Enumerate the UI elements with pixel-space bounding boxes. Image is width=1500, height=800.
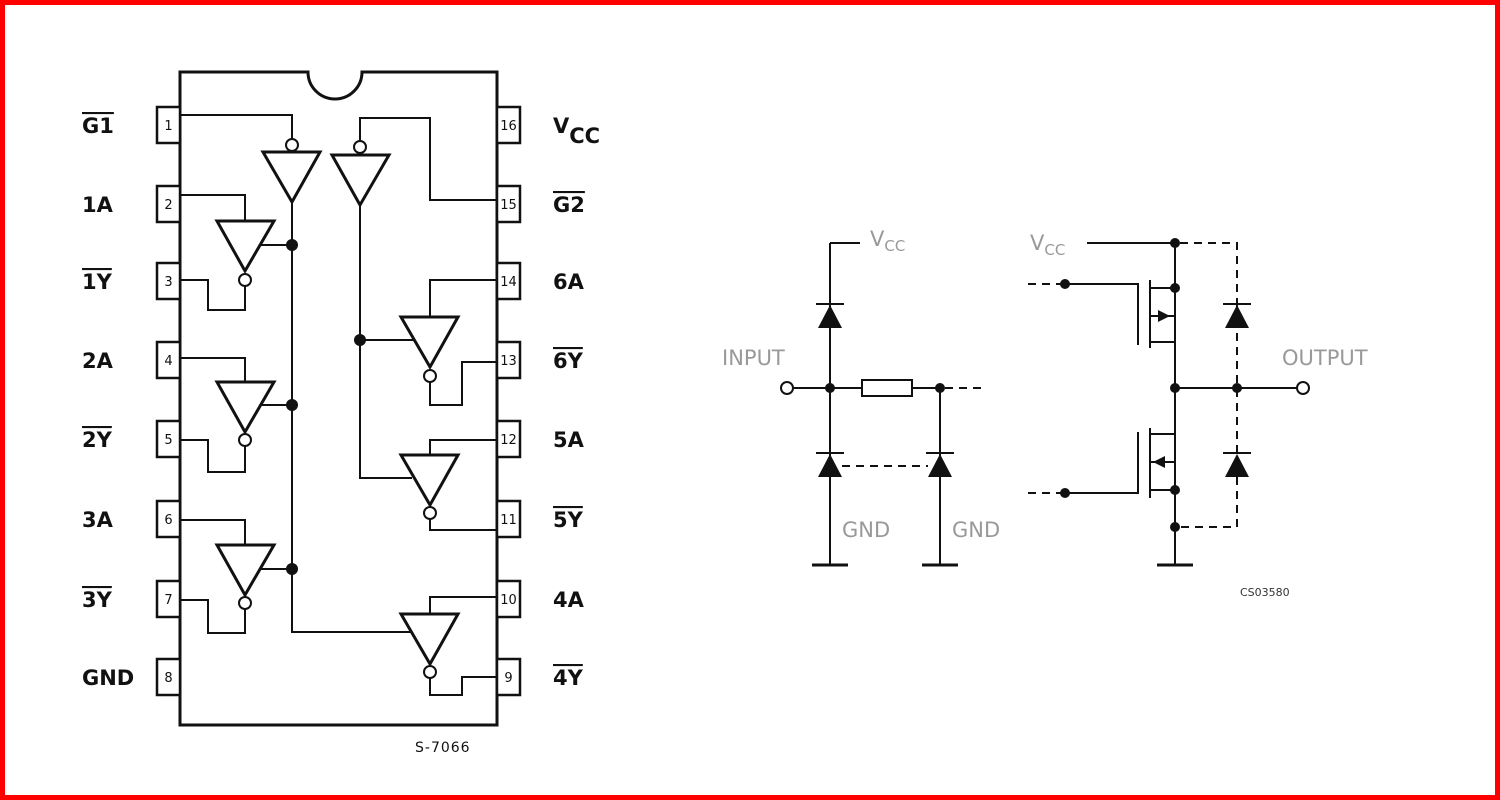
pin-14: 14 6A	[495, 261, 585, 301]
pin-number: 14	[500, 275, 517, 290]
pin-label: 5A	[553, 428, 585, 452]
pin-4: 4 2A	[82, 340, 182, 380]
output-label: OUTPUT	[1282, 346, 1368, 370]
pin-box	[495, 105, 522, 145]
pin-number: 1	[164, 119, 172, 134]
input-label: INPUT	[722, 346, 785, 370]
pin-label: 5Y	[553, 508, 584, 532]
pin-number: 7	[164, 593, 172, 608]
buffer-5	[398, 453, 461, 509]
gnd-label-1: GND	[842, 518, 890, 542]
pinout-code: S-7066	[415, 740, 471, 756]
input-terminal	[780, 381, 794, 395]
pin-16: 16 VCC	[495, 105, 600, 148]
pin-number: 10	[500, 593, 517, 608]
pin-11: 11 5Y	[495, 499, 584, 539]
output-terminal	[1296, 381, 1310, 395]
pin-box	[155, 340, 182, 380]
pin-number: 16	[500, 119, 517, 134]
ic-package-body	[178, 70, 499, 727]
left-pin-group: 1 G1 2 1A 3 1Y 4 2A 5 2Y 6 3A 7 3Y 8 GND	[82, 105, 182, 697]
pin-number: 6	[164, 513, 172, 528]
pin-number: 5	[164, 433, 172, 448]
gnd-label-2: GND	[952, 518, 1000, 542]
buffer-6	[398, 315, 461, 371]
buffer-g1	[260, 150, 323, 206]
pin-box	[155, 184, 182, 224]
internal-wiring	[180, 114, 497, 696]
pin-number: 9	[504, 671, 512, 686]
pin-6: 6 3A	[82, 499, 182, 539]
output-equivalent-circuit: VCC OUTPUT	[1028, 231, 1368, 599]
pin-label: 4A	[553, 588, 585, 612]
right-pin-group: 16 VCC 15 G2 14 6A 13 6Y 12 5A 11 5Y 10 4A 9 4Y	[495, 105, 600, 697]
output-diode-lower	[1225, 454, 1249, 477]
pin-box	[495, 579, 522, 619]
pin-label: G2	[553, 193, 585, 217]
pin-number: 3	[164, 275, 172, 290]
input-equivalent-circuit: VCC INPUT GND GND	[722, 227, 1000, 567]
diode-clamp	[928, 454, 952, 477]
pin-label: 2A	[82, 349, 114, 373]
buffer-4	[398, 612, 461, 668]
pin-box	[495, 499, 522, 539]
pin-number: 15	[500, 198, 517, 213]
pin-label: 1Y	[82, 270, 113, 294]
pin-5: 5 2Y	[82, 419, 182, 459]
pin-number: 13	[500, 354, 517, 369]
circuit-code: CS03580	[1240, 586, 1290, 599]
pin-7: 7 3Y	[82, 579, 182, 619]
pin-label: 6Y	[553, 349, 584, 373]
vcc-input-label: VCC	[870, 227, 905, 255]
pin-13: 13 6Y	[495, 340, 584, 380]
pin-label: VCC	[553, 114, 600, 148]
pin-label: G1	[82, 114, 114, 138]
pin-number: 4	[164, 354, 172, 369]
diode-lower	[818, 454, 842, 477]
pin-label: 2Y	[82, 428, 113, 452]
pin-2: 2 1A	[82, 184, 182, 224]
pin-label: 3Y	[82, 588, 113, 612]
buffer-2	[214, 380, 277, 436]
pin-1: 1 G1	[82, 105, 182, 145]
pin-label: 3A	[82, 508, 114, 532]
diode-upper	[818, 305, 842, 328]
pin-label: 4Y	[553, 666, 584, 690]
buffer-g2	[329, 153, 392, 209]
buffer-3	[214, 543, 277, 599]
buffer-1	[214, 219, 277, 275]
pin-label: GND	[82, 666, 134, 690]
pin-box	[155, 105, 182, 145]
pin-15: 15 G2	[495, 184, 585, 224]
pin-9: 9 4Y	[495, 657, 584, 697]
input-resistor	[861, 379, 913, 397]
pin-12: 12 5A	[495, 419, 585, 459]
pin-number: 11	[500, 513, 517, 528]
vcc-output-label: VCC	[1030, 231, 1065, 259]
output-diode-upper	[1225, 305, 1249, 328]
pin-label: 1A	[82, 193, 114, 217]
pin-10: 10 4A	[495, 579, 585, 619]
pin-box	[495, 340, 522, 380]
pin-8: 8 GND	[82, 657, 182, 697]
pin-box	[495, 184, 522, 224]
pin-number: 8	[164, 671, 172, 686]
pin-3: 3 1Y	[82, 261, 182, 301]
pin-label: 6A	[553, 270, 585, 294]
pin-box	[155, 657, 182, 697]
pin-number: 12	[500, 433, 517, 448]
pin-number: 2	[164, 198, 172, 213]
